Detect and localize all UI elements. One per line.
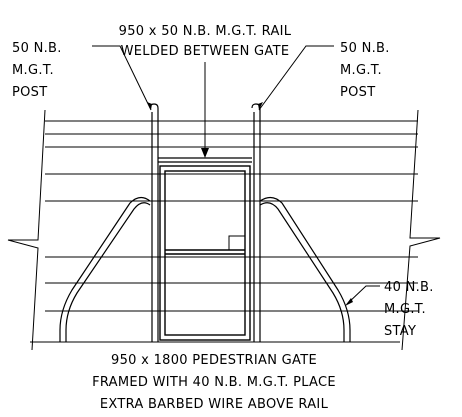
stay-leader — [346, 285, 380, 305]
fence-wires — [45, 120, 418, 312]
top-rail-label-line1: 950 x 50 N.B. M.G.T. RAIL — [119, 24, 292, 39]
right-break-line — [401, 109, 441, 351]
right-stay — [259, 196, 351, 342]
left-stay — [59, 196, 151, 342]
gate-latch — [228, 235, 246, 251]
bottom-label-line3: EXTRA BARBED WIRE ABOVE RAIL — [100, 397, 329, 412]
top-rail-label-line2: WELDED BETWEEN GATE — [121, 44, 290, 59]
stay-label-line3: STAY — [384, 324, 416, 339]
top-rail-arrow — [201, 148, 209, 158]
left-post-label-line1: 50 N.B. — [12, 41, 62, 56]
stay-label-line1: 40 N.B. — [384, 280, 434, 295]
right-post — [251, 103, 261, 342]
top-rail — [158, 157, 252, 163]
left-post-label-line2: M.G.T. — [12, 63, 54, 78]
bottom-label-line2: FRAMED WITH 40 N.B. M.G.T. PLACE — [92, 375, 336, 390]
stay-label-line2: M.G.T. — [384, 302, 426, 317]
left-break-line — [7, 109, 46, 351]
right-post-label-line1: 50 N.B. — [340, 41, 390, 56]
bottom-label-line1: 950 x 1800 PEDESTRIAN GATE — [111, 353, 317, 368]
pedestrian-gate — [159, 165, 251, 341]
right-post-leader — [258, 45, 334, 111]
left-post — [149, 103, 159, 342]
left-post-label-line3: POST — [12, 85, 47, 100]
right-post-label-line3: POST — [340, 85, 375, 100]
right-post-label-line2: M.G.T. — [340, 63, 382, 78]
left-post-leader — [92, 45, 152, 111]
